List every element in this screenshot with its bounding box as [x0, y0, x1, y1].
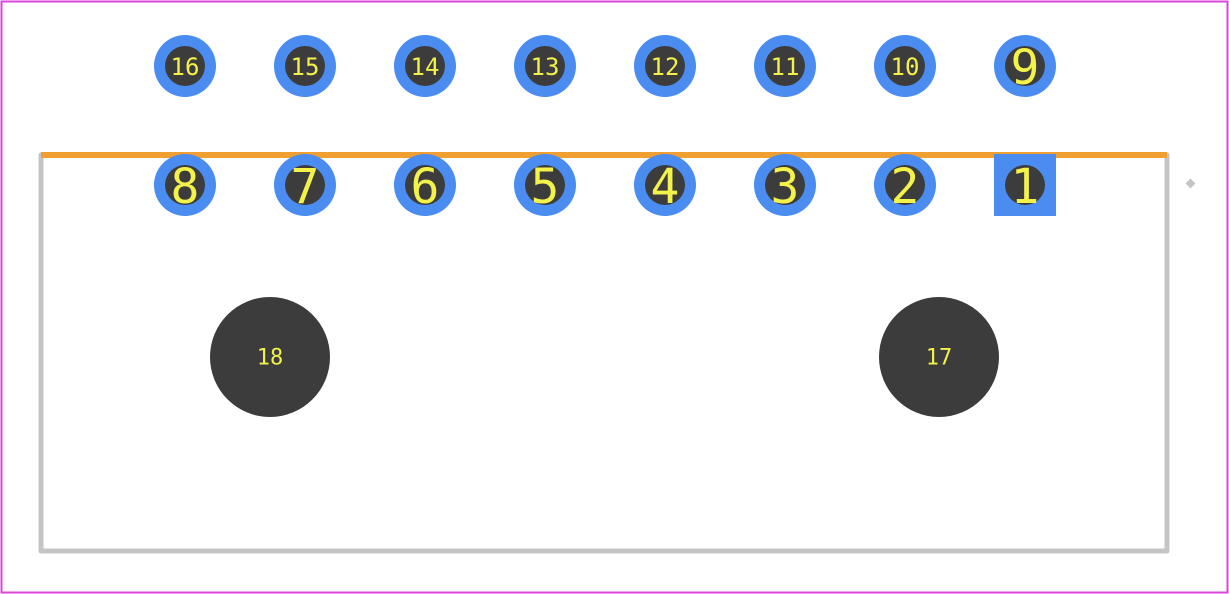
pad-12: 12	[634, 35, 696, 97]
pad-label: 13	[531, 53, 560, 81]
pad-drill	[1005, 165, 1045, 205]
pad-10: 10	[874, 35, 936, 97]
pad-drill	[165, 165, 205, 205]
pad-label: 12	[651, 53, 680, 81]
pad-drill	[525, 165, 565, 205]
pad-3: 3	[754, 154, 816, 216]
pad-6: 6	[394, 154, 456, 216]
top-pad-row: 16 15 14 13 12 11 10 9	[154, 35, 1056, 97]
pad-label: 5	[531, 159, 560, 215]
pad-1: 1	[994, 154, 1056, 216]
pad-label: 11	[771, 53, 800, 81]
pad-drill	[405, 165, 445, 205]
pad-drill	[1005, 46, 1045, 86]
pad-drill	[885, 46, 925, 86]
pad-14: 14	[394, 35, 456, 97]
pad-drill	[165, 46, 205, 86]
mounting-hole-18: 18	[210, 297, 330, 417]
pad-drill	[885, 165, 925, 205]
pad-drill	[765, 46, 805, 86]
pad-4: 4	[634, 154, 696, 216]
pad-label: 14	[411, 53, 440, 81]
pad-label: 6	[411, 159, 440, 215]
pad-label: 3	[771, 159, 800, 215]
pad-drill	[285, 46, 325, 86]
pad-drill	[405, 46, 445, 86]
pad-label: 10	[891, 53, 920, 81]
pad-11: 11	[754, 35, 816, 97]
mounting-hole-label: 17	[926, 346, 953, 371]
pad-drill	[645, 46, 685, 86]
pad-drill	[525, 46, 565, 86]
pad-2: 2	[874, 154, 936, 216]
mounting-hole-drill	[210, 297, 330, 417]
pad-drill	[285, 165, 325, 205]
pad-label: 8	[171, 159, 200, 215]
pad-label: 7	[291, 159, 320, 215]
pad-label: 16	[171, 53, 200, 81]
pad-label: 9	[1011, 40, 1040, 96]
pad-label: 4	[651, 159, 680, 215]
pad-drill	[765, 165, 805, 205]
pad-label: 2	[891, 159, 920, 215]
pad-5: 5	[514, 154, 576, 216]
pad-7: 7	[274, 154, 336, 216]
pad-9: 9	[994, 35, 1056, 97]
pad-13: 13	[514, 35, 576, 97]
pad-drill	[645, 165, 685, 205]
mounting-hole-drill	[879, 297, 999, 417]
mounting-hole-17: 17	[879, 297, 999, 417]
pad-label: 15	[291, 53, 320, 81]
pad-16: 16	[154, 35, 216, 97]
bottom-pad-row: 8 7 6 5 4 3 2 1	[154, 154, 1056, 216]
origin-marker	[1185, 178, 1196, 189]
mounting-hole-label: 18	[257, 346, 284, 371]
pad-label: 1	[1011, 159, 1040, 215]
pad-8: 8	[154, 154, 216, 216]
component-outline	[38, 152, 1170, 554]
pad-15: 15	[274, 35, 336, 97]
